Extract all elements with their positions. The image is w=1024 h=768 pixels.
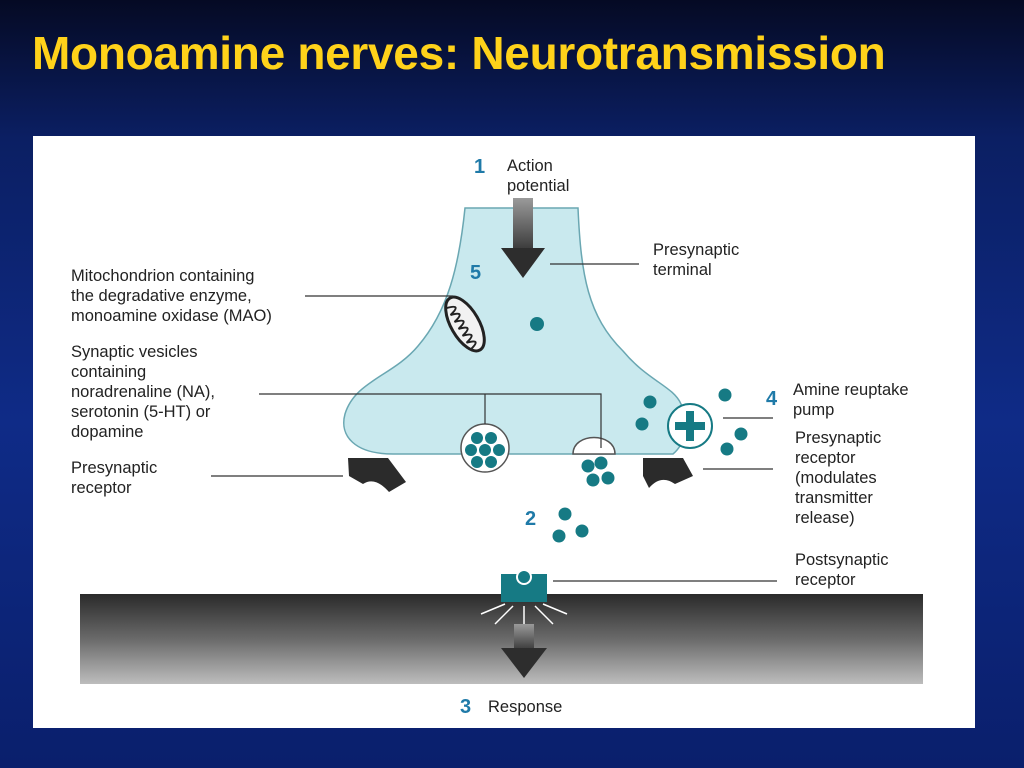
reuptake-molecule (643, 395, 657, 409)
released-molecule (552, 529, 566, 543)
synaptic-vesicle (460, 423, 510, 473)
vesicles-label: Synaptic vesicles containing noradrenali… (71, 343, 215, 441)
reuptake-molecule (718, 388, 732, 402)
slide-title: Monoamine nerves: Neurotransmission (32, 27, 886, 79)
presynaptic-receptor-left-label: Presynaptic receptor (71, 459, 158, 497)
presynaptic-receptor-right-label: Presynaptic receptor (modulates transmit… (795, 429, 882, 527)
action-potential-label: Action potential (507, 157, 570, 195)
postsynaptic-membrane (80, 594, 923, 684)
step-5-number: 5 (470, 262, 482, 284)
response-arrow (501, 624, 547, 678)
mitochondrion-icon (444, 295, 486, 353)
step-3-number: 3 (460, 696, 472, 718)
reuptake-molecule (635, 417, 649, 431)
reuptake-molecule (734, 427, 748, 441)
action-potential-arrow (501, 198, 545, 278)
presynaptic-receptor-left-icon (348, 458, 406, 492)
released-molecule (558, 507, 572, 521)
step-4-number: 4 (766, 388, 778, 410)
step-2-number: 2 (525, 508, 537, 530)
amine-reuptake-pump-label: Amine reuptake pump (793, 381, 909, 419)
reuptake-molecule (720, 442, 734, 456)
released-molecule (575, 524, 589, 538)
postsynaptic-receptor-icon (480, 569, 568, 628)
postsynaptic-receptor-label: Postsynaptic receptor (795, 551, 889, 589)
mitochondrion-label: Mitochondrion containing the degradative… (71, 267, 272, 325)
fusing-vesicle (572, 436, 616, 487)
presynaptic-terminal-label: Presynaptic terminal (653, 241, 740, 279)
leader-lines (211, 263, 777, 582)
diagram-artwork (80, 198, 923, 684)
presynaptic-terminal (343, 207, 686, 455)
neurotransmission-diagram: 1 2 3 4 5 Action potential Presynaptic t… (33, 136, 975, 728)
step-1-number: 1 (474, 156, 486, 178)
presynaptic-receptor-right-icon (643, 458, 693, 488)
transmitter-molecule (530, 317, 544, 331)
reuptake-pump (667, 403, 713, 449)
response-label: Response (488, 698, 563, 716)
